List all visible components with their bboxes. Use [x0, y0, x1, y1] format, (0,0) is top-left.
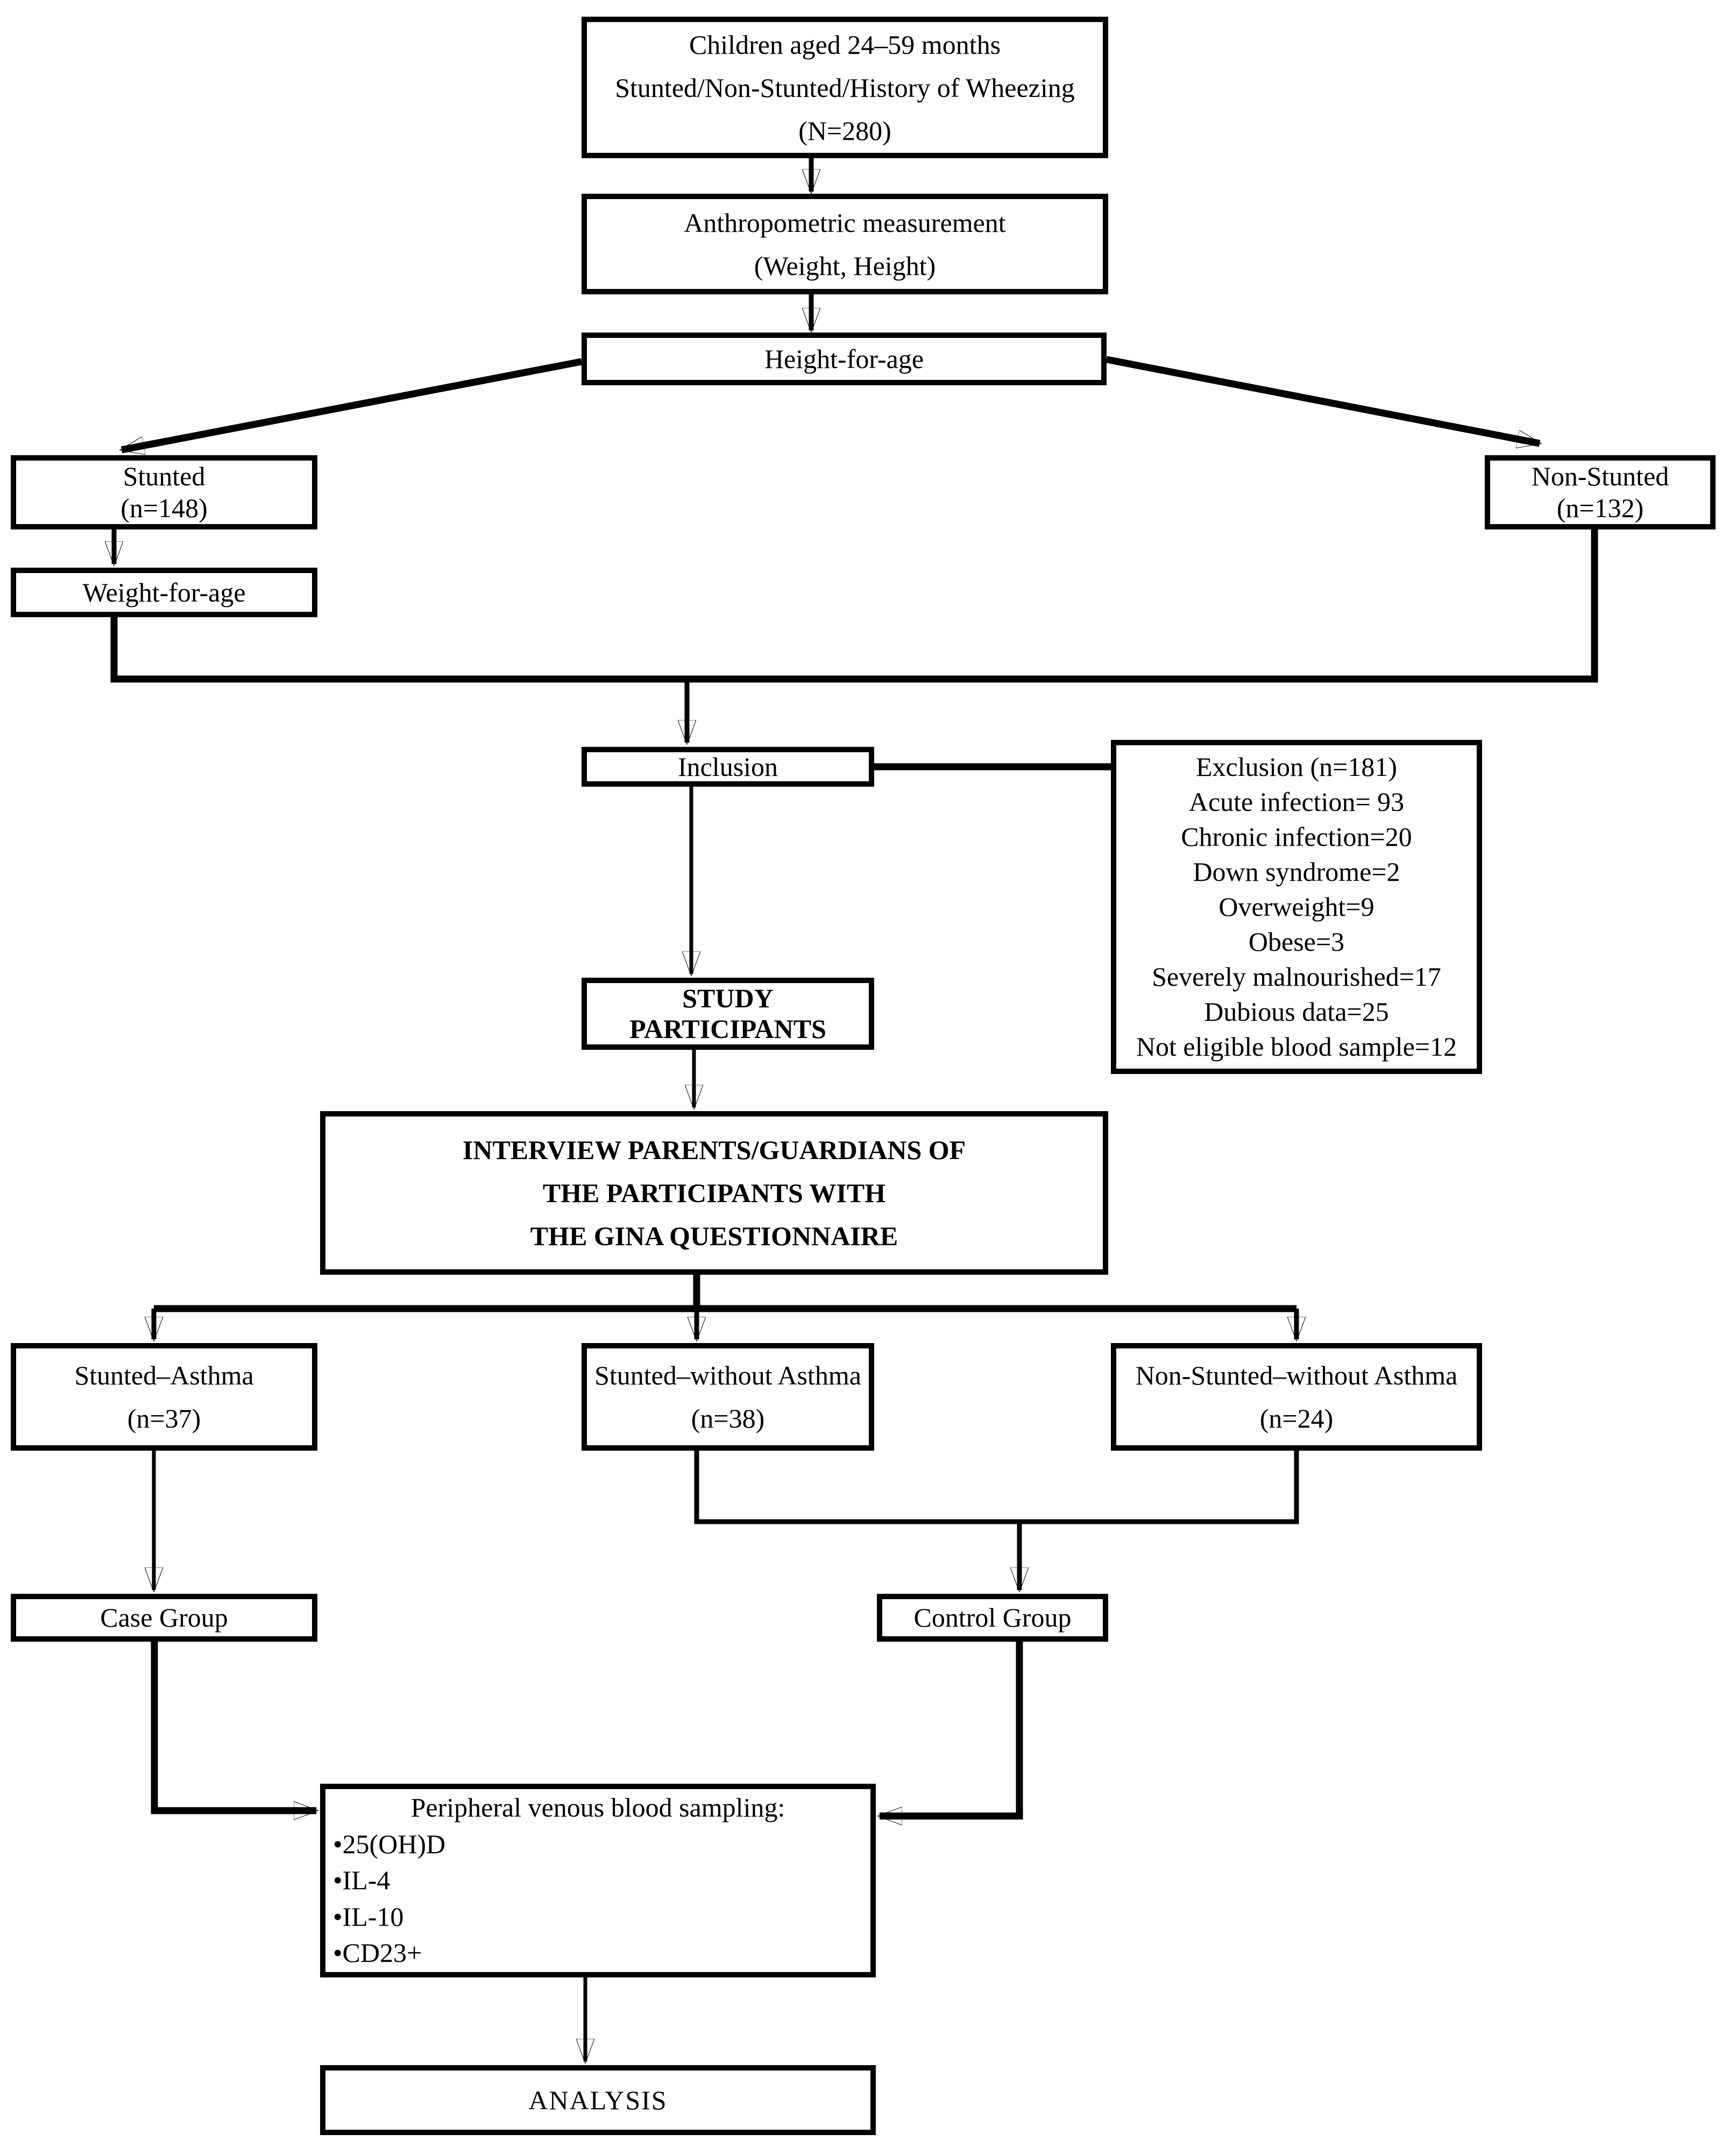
- connector-merge-weight-for-age-and-non-stunted: [110, 529, 1598, 683]
- node-blood-sampling-title: Peripheral venous blood sampling:: [410, 1792, 785, 1823]
- node-exclusion-line: Obese=3: [1248, 927, 1345, 957]
- node-blood-sampling: Peripheral venous blood sampling: •25(OH…: [320, 1784, 876, 1977]
- node-anthro-line: (Weight, Height): [754, 250, 936, 281]
- node-height-for-age: Height-for-age: [582, 333, 1107, 385]
- connector-case-group-to-blood-sampling: [151, 1642, 316, 1811]
- node-stunted-line: (n=148): [121, 493, 208, 523]
- node-exclusion-line: Severely malnourished=17: [1152, 962, 1441, 992]
- node-children-population: Children aged 24–59 months Stunted/Non-S…: [582, 17, 1108, 158]
- node-control-group-line: Control Group: [913, 1602, 1072, 1633]
- node-study-line: PARTICIPANTS: [629, 1014, 826, 1044]
- node-non-stunted-without-asthma: Non-Stunted–without Asthma (n=24): [1111, 1343, 1482, 1451]
- node-analysis: ANALYSIS: [320, 2065, 876, 2135]
- node-wfa-line: Weight-for-age: [82, 577, 246, 607]
- node-analysis-line: ANALYSIS: [528, 2085, 668, 2115]
- node-study-line: STUDY: [682, 983, 774, 1013]
- node-exclusion-line: Dubious data=25: [1204, 997, 1389, 1027]
- node-blood-sampling-bullet: •CD23+: [333, 1938, 422, 1968]
- node-anthropometric-measurement: Anthropometric measurement (Weight, Heig…: [582, 194, 1108, 294]
- node-children-line: (N=280): [798, 115, 891, 146]
- node-non-stunted-without-asthma-line: Non-Stunted–without Asthma: [1135, 1360, 1458, 1390]
- node-stunted-line: Stunted: [123, 461, 206, 491]
- node-control-group: Control Group: [877, 1594, 1108, 1642]
- node-exclusion-line: Not eligible blood sample=12: [1136, 1031, 1457, 1062]
- node-stunted-without-asthma: Stunted–without Asthma (n=38): [582, 1343, 874, 1451]
- node-interview-line: THE GINA QUESTIONNAIRE: [530, 1221, 898, 1251]
- node-interview-gina-questionnaire: INTERVIEW PARENTS/GUARDIANS OF THE PARTI…: [320, 1111, 1108, 1275]
- node-hfa-line: Height-for-age: [764, 343, 924, 374]
- node-case-group: Case Group: [11, 1594, 317, 1642]
- node-anthro-line: Anthropometric measurement: [684, 207, 1006, 238]
- node-stunted-asthma: Stunted–Asthma (n=37): [11, 1343, 317, 1451]
- node-non-stunted-line: Non-Stunted: [1531, 461, 1669, 491]
- node-exclusion-line: Chronic infection=20: [1181, 822, 1412, 852]
- connector-height-for-age-to-stunted: [122, 358, 583, 450]
- node-children-line: Stunted/Non-Stunted/History of Wheezing: [615, 72, 1075, 103]
- node-exclusion-line: Overweight=9: [1218, 892, 1374, 922]
- node-non-stunted-without-asthma-line: (n=24): [1259, 1403, 1334, 1433]
- node-blood-sampling-bullet: •IL-10: [333, 1901, 404, 1932]
- node-exclusion-line: Exclusion (n=181): [1196, 752, 1397, 782]
- node-study-participants: STUDY PARTICIPANTS: [582, 978, 874, 1050]
- node-stunted: Stunted (n=148): [11, 455, 317, 529]
- node-blood-sampling-bullet: •IL-4: [333, 1865, 391, 1896]
- connector-height-for-age-to-non-stunted: [1106, 356, 1540, 443]
- node-exclusion: Exclusion (n=181) Acute infection= 93 Ch…: [1111, 740, 1482, 1074]
- node-stunted-without-asthma-line: (n=38): [691, 1403, 765, 1433]
- node-non-stunted-line: (n=132): [1556, 493, 1644, 523]
- connector-control-merge-rail: [694, 1451, 1299, 1524]
- node-children-line: Children aged 24–59 months: [689, 29, 1001, 60]
- node-stunted-without-asthma-line: Stunted–without Asthma: [594, 1360, 861, 1390]
- node-blood-sampling-bullet: •25(OH)D: [333, 1828, 446, 1859]
- node-stunted-asthma-line: (n=37): [127, 1403, 201, 1433]
- node-inclusion-line: Inclusion: [677, 751, 778, 782]
- node-non-stunted: Non-Stunted (n=132): [1485, 455, 1716, 529]
- node-interview-line: THE PARTICIPANTS WITH: [542, 1178, 886, 1208]
- connector-control-group-to-blood-sampling: [880, 1642, 1023, 1816]
- node-interview-line: INTERVIEW PARENTS/GUARDIANS OF: [462, 1135, 966, 1165]
- node-weight-for-age: Weight-for-age: [11, 568, 317, 617]
- node-stunted-asthma-line: Stunted–Asthma: [74, 1360, 254, 1390]
- node-case-group-line: Case Group: [100, 1602, 228, 1633]
- node-exclusion-line: Down syndrome=2: [1193, 857, 1400, 887]
- node-exclusion-line: Acute infection= 93: [1188, 787, 1405, 817]
- node-inclusion: Inclusion: [582, 747, 874, 787]
